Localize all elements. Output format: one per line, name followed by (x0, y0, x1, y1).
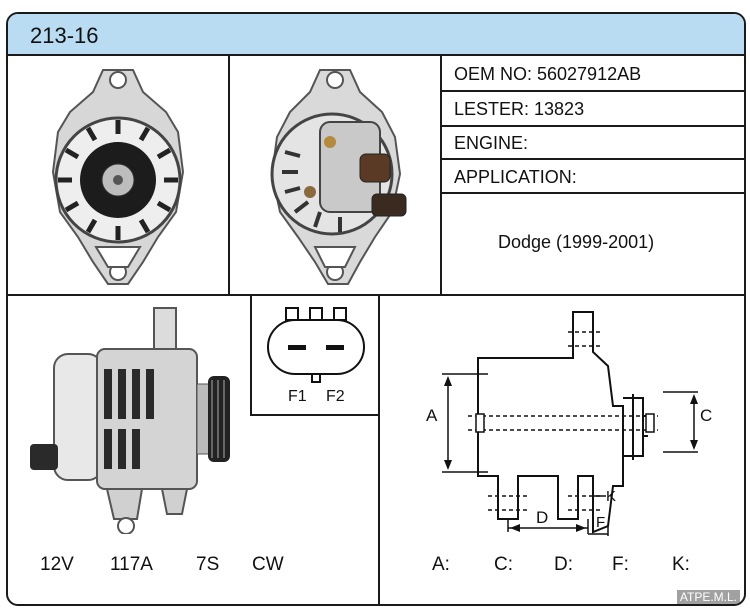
divider-v-connector-left (250, 294, 252, 414)
divider-v-bottom (378, 294, 380, 604)
dim-d-label: D (536, 508, 549, 527)
dim-d-value-label: D: (554, 554, 573, 575)
alternator-front-view (51, 69, 185, 285)
spec-pulley: 7S (196, 554, 220, 575)
divider-info-3 (440, 158, 744, 160)
product-sheet: 213-16 OEM NO: 56027912AB LESTER: 13823 … (6, 12, 746, 606)
part-number-title: 213-16 (30, 23, 99, 48)
dim-a-label: A (426, 406, 438, 425)
divider-connector-bottom (250, 414, 380, 416)
title-bar: 213-16 (8, 14, 744, 56)
divider-h-middle (8, 294, 744, 296)
divider-info-1 (440, 90, 744, 92)
dim-f-value-label: F: (612, 554, 629, 575)
connector-diagram (267, 307, 365, 383)
spec-voltage: 12V (40, 554, 74, 575)
alternator-side-view (30, 307, 230, 534)
lester-number: LESTER: 13823 (454, 99, 585, 119)
dim-k-label: K (606, 488, 617, 505)
dim-c-value-label: C: (494, 554, 513, 575)
divider-info-2 (440, 125, 744, 127)
terminal-f1-label: F1 (288, 388, 307, 405)
dim-c-label: C (700, 406, 713, 425)
terminal-f2-label: F2 (326, 388, 345, 405)
application-value: Dodge (1999-2001) (498, 232, 655, 252)
application-label: APPLICATION: (454, 167, 577, 187)
dim-f-label: F (596, 514, 606, 531)
watermark: ATPE.M.L. (676, 590, 740, 604)
dimension-drawing (442, 311, 698, 536)
spec-amperage: 117A (110, 554, 153, 575)
divider-info-4 (440, 192, 744, 194)
divider-v-top-2 (440, 54, 442, 294)
divider-v-top-1 (228, 54, 230, 294)
engine-label: ENGINE: (454, 133, 529, 153)
alternator-rear-view (270, 69, 407, 285)
dim-a-value-label: A: (432, 554, 450, 575)
spec-rotation: CW (252, 554, 284, 575)
dim-k-value-label: K: (672, 554, 690, 575)
oem-number: OEM NO: 56027912AB (454, 64, 642, 84)
